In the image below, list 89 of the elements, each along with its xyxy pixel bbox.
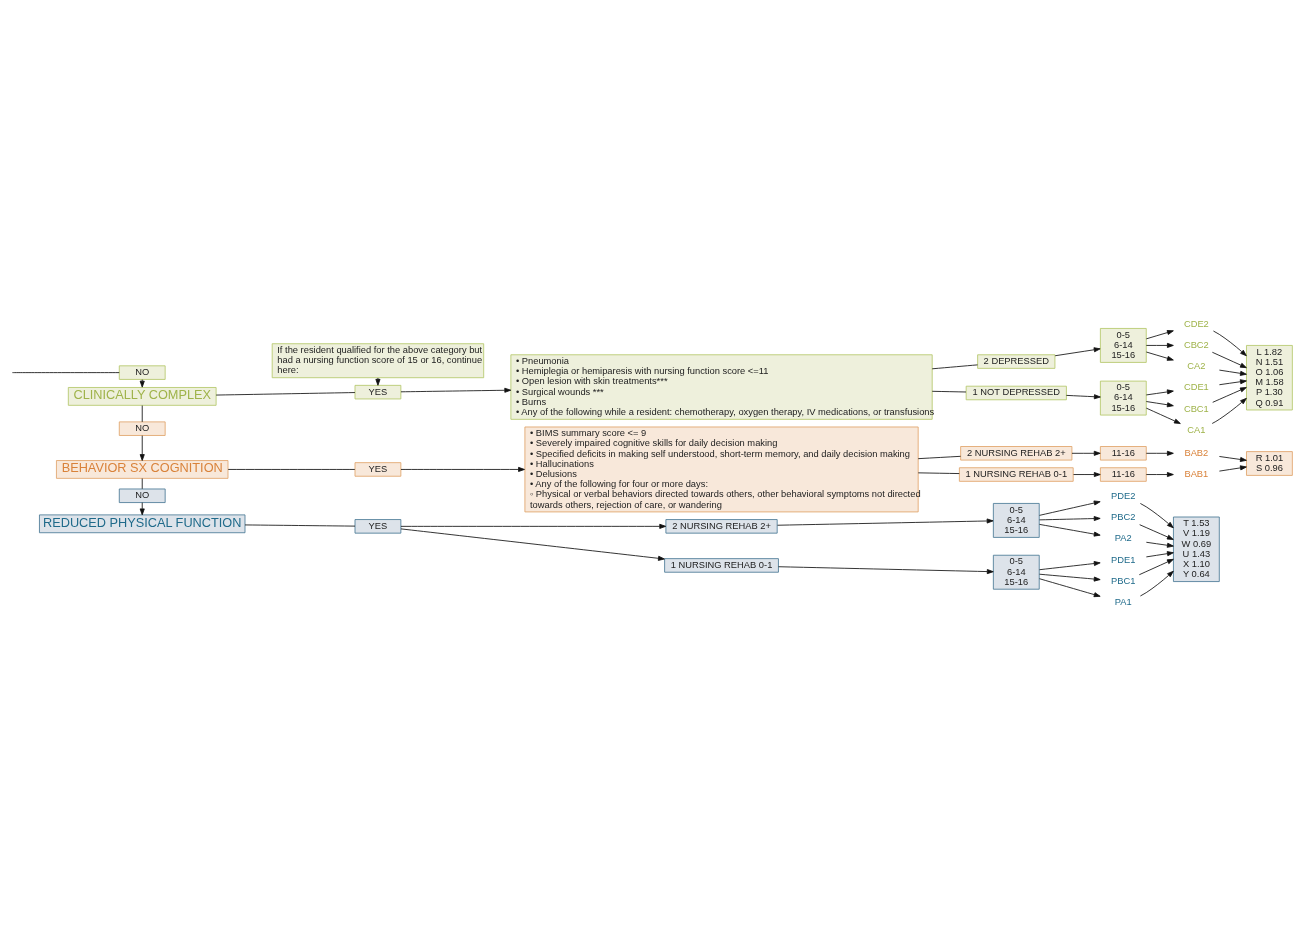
node-text: CA2 (1187, 361, 1206, 372)
node-text: CBC1 (1183, 403, 1209, 414)
arrow (1212, 387, 1247, 403)
node-text: PDE2 (1111, 491, 1136, 502)
connector (931, 390, 967, 393)
arrow (1145, 342, 1174, 348)
arrow (1145, 407, 1181, 424)
connector (227, 469, 356, 470)
node-box: 11-16 (1099, 446, 1147, 461)
arrow (400, 466, 525, 472)
node-text: PBC1 (1111, 575, 1136, 586)
arrow (1039, 573, 1101, 582)
node-box: YES (354, 519, 402, 534)
arrow (778, 566, 994, 575)
node-box: YES (354, 462, 402, 477)
arrow (1039, 500, 1101, 516)
node-box: • Pneumonia • Hemiplegia or hemiparesis with nursing function score <=11 • Open lesion with skin treatments*** • Surgical wounds *** • Burns • Any of the following while a resident: chemotherapy, oxygen therapy, IV medications, or transfusions (510, 354, 933, 420)
node-text: CDE1 (1183, 382, 1209, 393)
node-box: REDUCED PHYSICAL FUNCTION (39, 514, 246, 534)
node-box: 11-16 (1099, 467, 1147, 482)
arrow (1145, 450, 1174, 456)
connector (917, 472, 960, 474)
node-box: R 1.01 S 0.96 (1246, 451, 1293, 476)
arrow (1218, 369, 1247, 376)
connector (931, 364, 978, 370)
node-text: BAB2 (1184, 447, 1209, 458)
node-text: PBC2 (1111, 512, 1136, 523)
node-box: 0-5 6-14 15-16 (992, 503, 1040, 538)
node-box: BEHAVIOR SX COGNITION (56, 460, 229, 479)
arrow (1145, 351, 1174, 361)
arrow (1211, 397, 1247, 424)
arrow (1145, 472, 1174, 478)
arrow (1138, 558, 1174, 576)
node-box: 0-5 6-14 15-16 (1099, 380, 1147, 416)
node-text: PA2 (1114, 533, 1132, 544)
node-text: CBC2 (1183, 339, 1209, 350)
arrow (1066, 394, 1101, 400)
node-text: PA1 (1114, 597, 1132, 608)
arrow (1139, 570, 1174, 597)
arrow (1039, 523, 1101, 537)
node-box: 0-5 6-14 15-16 (1099, 328, 1147, 363)
arrow (1218, 456, 1247, 462)
arrow (1145, 330, 1174, 340)
arrow (1039, 516, 1101, 522)
arrow (1071, 450, 1101, 456)
node-box: 2 DEPRESSED (977, 354, 1056, 369)
arrow (400, 528, 665, 561)
arrow (139, 502, 145, 516)
node-box: T 1.53 V 1.19 W 0.69 U 1.43 X 1.10 Y 0.64 (1173, 516, 1220, 582)
arrow (1039, 561, 1101, 571)
node-box: YES (354, 384, 402, 400)
node-box: L 1.82 N 1.51 O 1.06 M 1.58 P 1.30 Q 0.91 (1246, 345, 1293, 411)
arrow (1213, 330, 1247, 357)
node-box: 2 NURSING REHAB 2+ (960, 446, 1073, 461)
arrow (1139, 503, 1174, 529)
arrow (1039, 578, 1101, 598)
arrow (1145, 401, 1174, 408)
arrow (400, 387, 512, 393)
connector (11, 372, 120, 374)
node-text: CDE2 (1183, 318, 1209, 329)
arrow (375, 377, 381, 386)
arrow (400, 523, 667, 529)
arrow (777, 518, 994, 526)
arrow (139, 379, 145, 388)
arrow (1218, 465, 1247, 472)
node-box: 0-5 6-14 15-16 (992, 554, 1040, 590)
connector (244, 524, 356, 527)
connector (215, 392, 356, 396)
arrow (1139, 524, 1174, 540)
arrow (1218, 379, 1247, 386)
node-text: BAB1 (1184, 468, 1209, 479)
arrow (1073, 472, 1101, 478)
arrow (1211, 351, 1247, 369)
connector (917, 455, 962, 460)
node-box: NO (118, 421, 166, 436)
arrow (1054, 347, 1101, 357)
arrow (139, 435, 145, 461)
node-text: PDE1 (1111, 554, 1136, 565)
node-box: 1 NURSING REHAB 0-1 (664, 558, 779, 573)
node-box: 2 NURSING REHAB 2+ (665, 519, 778, 534)
node-box: CLINICALLY COMPLEX (67, 387, 217, 406)
arrow (1145, 541, 1174, 548)
node-box: 1 NURSING REHAB 0-1 (958, 467, 1074, 482)
arrow (1145, 551, 1174, 558)
node-box: 1 NOT DEPRESSED (965, 385, 1067, 401)
node-box: NO (118, 488, 166, 503)
node-text: CA1 (1187, 424, 1206, 435)
node-box: • BIMS summary score <= 9 • Severely impaired cognitive skills for daily decision making • Specified deficits in making self understood, short-term memory, and daily decision making • Hallucinations • Delusions • Any of the following for four or more days: ◦ Physical or verbal behaviors directed towards others, other behavioral symptoms not directed towards others, rejection of care, or wandering (524, 426, 919, 513)
arrow (1145, 389, 1174, 396)
